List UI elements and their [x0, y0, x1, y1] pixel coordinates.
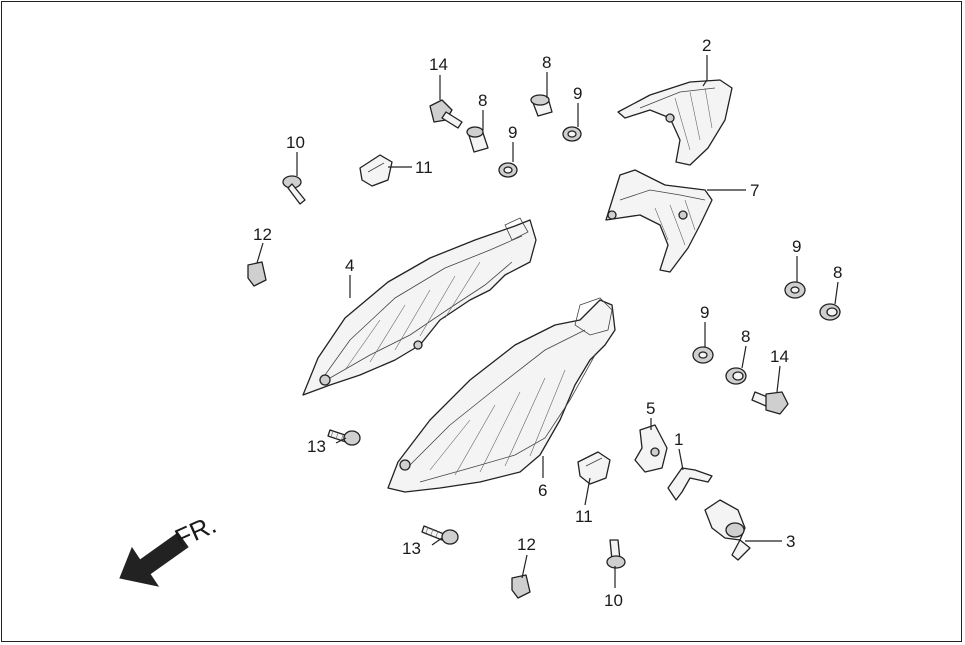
part-13-screw-lower — [421, 525, 459, 545]
callout-11: 11 — [575, 507, 593, 526]
part-9-grommet-a — [498, 162, 518, 178]
part-12-clip-upper — [247, 261, 267, 287]
part-8-collar-b — [530, 94, 553, 117]
callout-14: 14 — [770, 347, 789, 366]
callout-3: 3 — [786, 532, 795, 551]
callout-12: 12 — [517, 535, 536, 554]
part-9-grommet-b — [562, 126, 582, 142]
callout-13: 13 — [402, 539, 421, 558]
callout-14: 14 — [429, 55, 448, 74]
callout-7: 7 — [750, 181, 759, 200]
callout-8: 8 — [478, 91, 487, 110]
part-9-grommet-c — [784, 281, 806, 299]
part-4-left-side-cover — [302, 217, 537, 396]
front-direction-arrow: FR. — [119, 509, 221, 587]
callout-11: 11 — [415, 158, 433, 177]
part-11-clip-lower — [577, 451, 611, 485]
part-11-clip-upper — [359, 154, 393, 187]
part-14-bolt-lower — [751, 391, 789, 415]
part-8-collar-d — [725, 367, 747, 385]
part-6-right-side-cover — [387, 297, 616, 493]
callout-8: 8 — [542, 53, 551, 72]
callout-8: 8 — [741, 327, 750, 346]
part-10-pin-lower — [606, 539, 626, 569]
part-5-bracket — [634, 424, 668, 473]
callout-9: 9 — [573, 84, 582, 103]
callout-9: 9 — [792, 237, 801, 256]
callout-9: 9 — [508, 123, 517, 142]
callout-numbers: 14 8 8 9 9 2 10 11 7 12 4 9 8 9 8 14 5 1… — [253, 36, 842, 610]
callout-10: 10 — [286, 133, 305, 152]
part-2-rear-cowl — [617, 79, 733, 166]
part-8-collar-a — [466, 126, 489, 153]
callout-6: 6 — [538, 481, 547, 500]
callout-1: 1 — [674, 430, 683, 449]
callout-13: 13 — [307, 437, 326, 456]
callout-2: 2 — [702, 36, 711, 55]
part-8-collar-c — [819, 303, 841, 321]
part-12-clip-lower — [511, 574, 531, 599]
part-10-pin-upper — [282, 175, 306, 205]
callout-8: 8 — [833, 263, 842, 282]
leader-lines — [256, 55, 839, 588]
callout-4: 4 — [345, 256, 354, 275]
part-3-seat-lock — [704, 499, 751, 561]
part-13-screw-upper — [327, 429, 361, 446]
part-9-grommet-d — [692, 346, 714, 364]
callout-12: 12 — [253, 225, 272, 244]
callout-9: 9 — [700, 303, 709, 322]
part-7-rear-inner-bracket — [605, 169, 713, 273]
callout-5: 5 — [646, 399, 655, 418]
part-1-stay — [667, 467, 713, 501]
callout-10: 10 — [604, 591, 623, 610]
part-14-bolt-upper — [429, 99, 463, 129]
